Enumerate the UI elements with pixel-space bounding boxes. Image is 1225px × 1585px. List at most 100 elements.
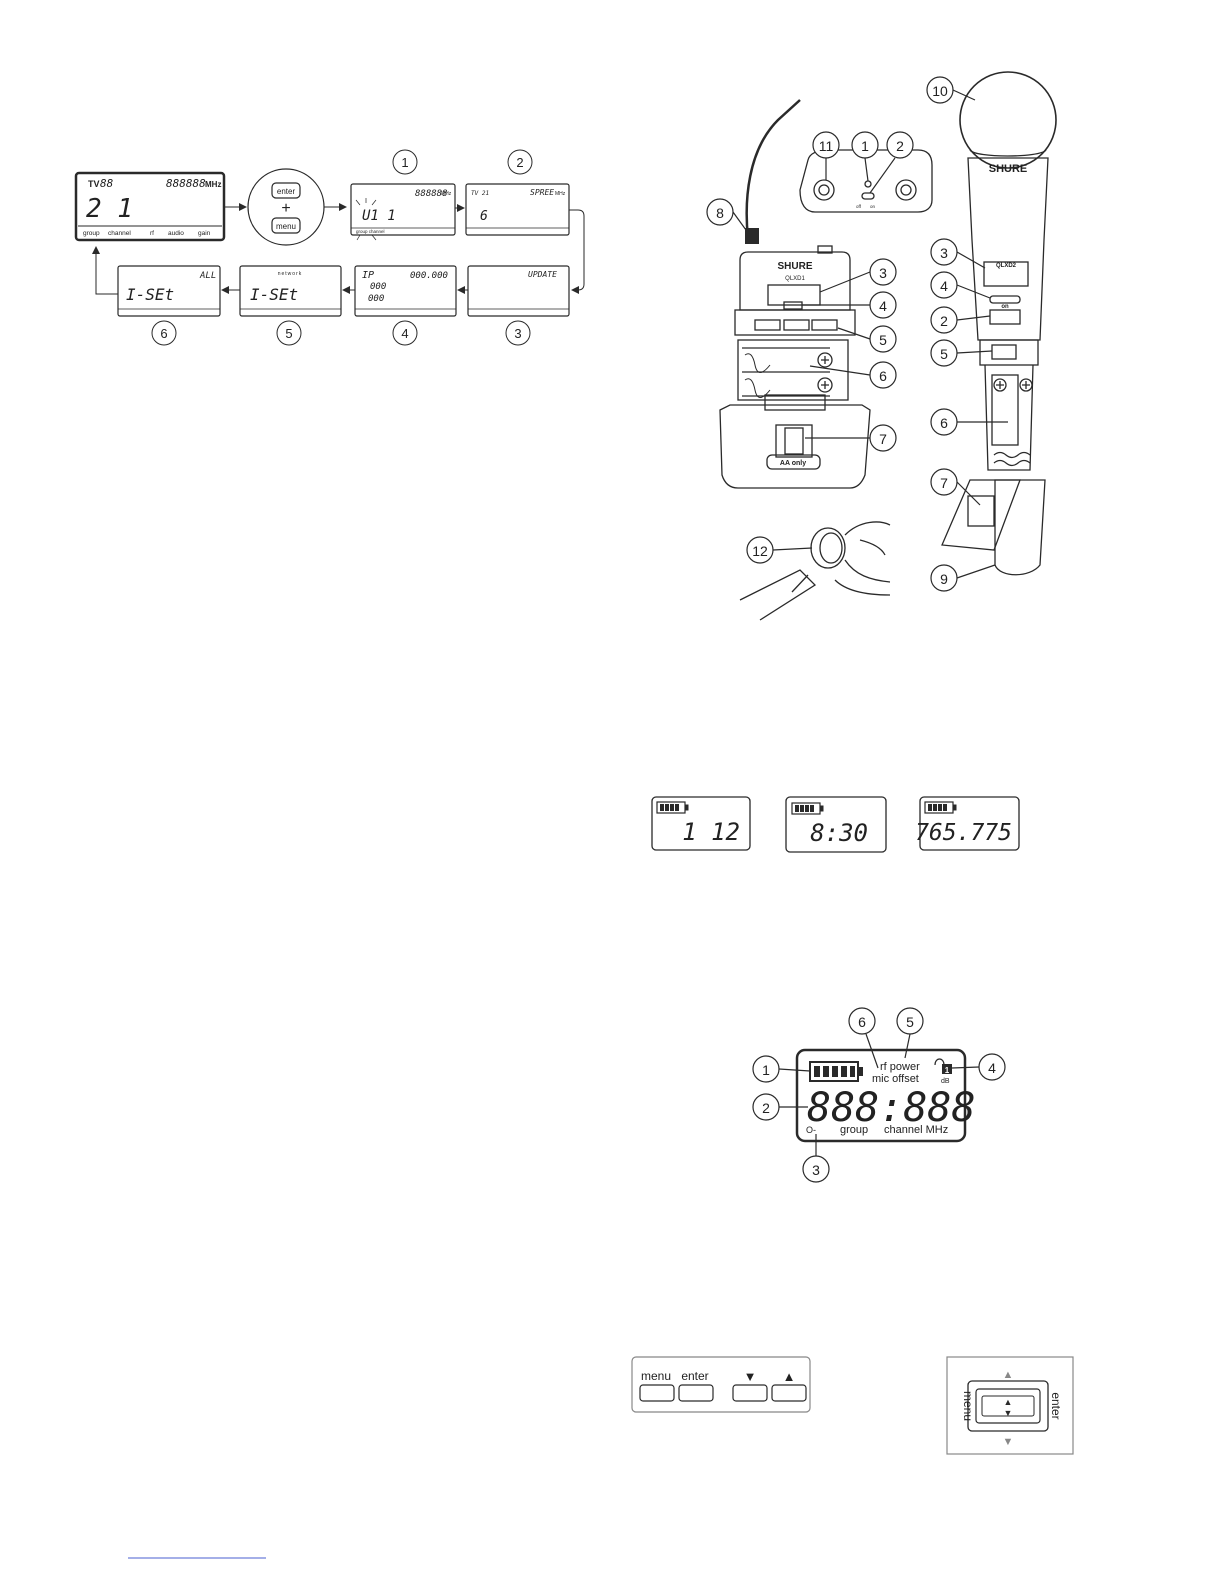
callout-4-handheld: 4 (940, 278, 948, 294)
callout-6-handheld: 6 (940, 415, 948, 431)
callout-2-handheld: 2 (940, 313, 948, 329)
callout-9: 9 (940, 571, 948, 587)
aa-only-label: AA only (780, 460, 806, 467)
screen-4: IP 000.000 000 000 (354, 265, 457, 317)
svg-text:000: 000 (370, 282, 386, 292)
svg-text:SPREE: SPREE (530, 188, 554, 197)
battery-display-1: 1 12 (651, 796, 751, 851)
hh-toggle-button[interactable] (975, 1388, 1041, 1424)
svg-text:TV 21: TV 21 (471, 190, 489, 197)
battery-icon (809, 1061, 863, 1082)
svg-text:MHz: MHz (555, 191, 566, 197)
svg-text:group channel: group channel (356, 229, 385, 234)
group-label: group (840, 1124, 868, 1136)
enter-menu-combo: enter + menu (247, 168, 325, 246)
svg-text:765.775: 765.775 (915, 820, 1012, 846)
svg-text:6: 6 (480, 209, 488, 224)
enter-label: enter (277, 187, 296, 196)
handheld-model: QLXD2 (996, 263, 1017, 269)
step-number-5: 5 (285, 326, 292, 341)
main-digits: 2 1 (86, 194, 133, 224)
rf-power-label: rf power (880, 1061, 920, 1073)
lcd-callout-5: 5 (906, 1014, 914, 1030)
bp-menu-label: menu (641, 1369, 671, 1383)
bottom-label-channel: channel (108, 230, 131, 237)
callout-5-bodypack: 5 (879, 332, 887, 348)
bp-down-icon: ▼ (744, 1369, 757, 1384)
callout-12: 12 (752, 543, 768, 559)
bp-down-button[interactable] (732, 1384, 768, 1402)
lcd-legend-callouts: 6 5 1 4 2 3 (752, 1007, 1006, 1183)
bottom-label-group: group (83, 230, 100, 237)
lcd-legend: rf power mic offset 1 dB 888:888 O- grou… (795, 1048, 976, 1143)
svg-text:U1 1: U1 1 (362, 208, 396, 224)
bodypack-button-panel: menu enter ▼ ▲ (631, 1356, 811, 1413)
battery-display-2: 8:30 (785, 796, 887, 853)
bp-enter-button[interactable] (678, 1384, 714, 1402)
svg-text:network: network (278, 271, 303, 277)
top-panel: off on (799, 149, 933, 213)
hh-inner-down-icon: ▼ (1004, 1408, 1013, 1418)
step-number-3: 3 (514, 326, 521, 341)
tv-label: TV (88, 179, 100, 189)
handheld-brand: SHURE (989, 163, 1028, 175)
lcd-callout-3: 3 (812, 1162, 820, 1178)
step-number-4: 4 (401, 326, 408, 341)
bodypack-transmitter: SHURE QLXD1 AA only (719, 245, 871, 489)
lock-badge: 1 (945, 1066, 950, 1075)
lcd-callout-1: 1 (762, 1062, 770, 1078)
switch-label-off: off (856, 204, 862, 209)
menu-label: menu (276, 222, 296, 231)
step-number-6: 6 (160, 326, 167, 341)
menu-flow-diagram: TV 88 888888 MHz 2 1 group channel rf au… (74, 149, 585, 346)
callout-8: 8 (716, 205, 724, 221)
callout-3-bodypack: 3 (879, 265, 887, 281)
lcd-callout-4: 4 (988, 1060, 996, 1076)
switch-label-on: on (870, 204, 876, 209)
callout-5-handheld: 5 (940, 346, 948, 362)
hh-inner-up-icon: ▲ (1004, 1397, 1013, 1407)
screen-2: TV 21 SPREE MHz 6 (465, 183, 570, 236)
svg-text:1 12: 1 12 (682, 818, 740, 846)
step-numbers: 1 2 3 4 5 6 (151, 149, 533, 346)
svg-text:MHz: MHz (441, 191, 452, 197)
battery-display-examples: 1 12 8:30 765.775 (651, 796, 1020, 853)
bottom-label-gain: gain (198, 230, 211, 237)
hh-menu-label: menu (961, 1391, 975, 1421)
svg-text:I-SEt: I-SEt (126, 285, 174, 304)
lcd-callout-2: 2 (762, 1100, 770, 1116)
bodypack-model: QLXD1 (785, 276, 805, 282)
freq-digits: 888888 (166, 177, 206, 190)
key-icon: O- (806, 1125, 816, 1135)
lcd-digits: 888:888 (807, 1085, 976, 1131)
hh-up-arrow-icon: ▲ (1003, 1369, 1014, 1381)
screen-6: ALL I-SEt (117, 265, 221, 317)
svg-text:8:30: 8:30 (810, 819, 868, 847)
callout-2-top: 2 (896, 138, 904, 154)
hh-enter-label: enter (1049, 1392, 1063, 1419)
step-number-1: 1 (401, 155, 408, 170)
callout-1-top: 1 (861, 138, 869, 154)
bodypack-brand: SHURE (777, 261, 812, 272)
screen-3: UPDATE (467, 265, 570, 317)
db-label: dB (941, 1078, 950, 1085)
bp-enter-label: enter (681, 1369, 708, 1383)
channel-mhz-label: channel MHz (884, 1124, 948, 1136)
hh-down-arrow-icon: ▼ (1003, 1436, 1014, 1448)
bodypack-antenna (745, 99, 801, 239)
battery-display-3: 765.775 (915, 796, 1020, 851)
receiver-display: TV 88 888888 MHz 2 1 group channel rf au… (74, 171, 226, 242)
callout-10: 10 (932, 83, 948, 99)
svg-text:I-SEt: I-SEt (250, 285, 298, 304)
bp-up-button[interactable] (771, 1384, 807, 1402)
callout-3-handheld: 3 (940, 245, 948, 261)
svg-text:000: 000 (368, 294, 384, 304)
callout-6-bodypack: 6 (879, 368, 887, 384)
bp-up-icon: ▲ (783, 1369, 796, 1384)
callout-7-bodypack: 7 (879, 431, 887, 447)
device-callouts: 10 11 1 2 8 3 4 5 6 7 3 4 2 (706, 76, 1008, 592)
callout-7-handheld: 7 (940, 475, 948, 491)
plus-label: + (281, 200, 290, 217)
bp-menu-button[interactable] (639, 1384, 675, 1402)
